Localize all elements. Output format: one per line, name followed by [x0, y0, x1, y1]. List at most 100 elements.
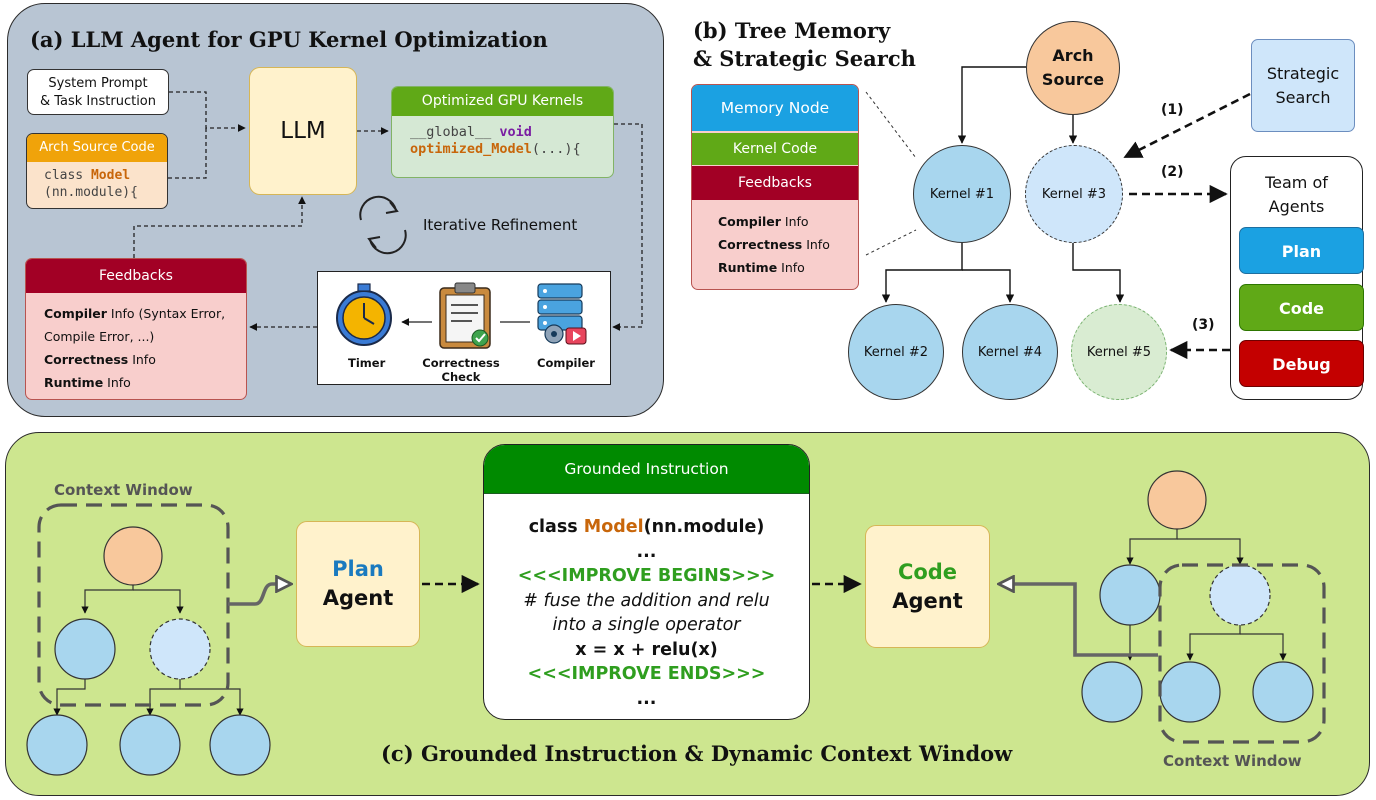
left-tree-leaf3: [209, 714, 271, 776]
panel-b-title: (b) Tree Memory & Strategic Search: [693, 17, 916, 73]
memory-info-list: Compiler Info Correctness Info Runtime I…: [692, 200, 858, 279]
plan-agent-word: Plan: [332, 557, 384, 581]
fb-compiler-rest: Info (Syntax Error,: [106, 306, 226, 321]
code-args: (...){: [531, 141, 581, 157]
kernel-code-header: Kernel Code: [692, 133, 858, 165]
code-keyword-class: class: [44, 168, 91, 183]
strategic-search-box: Strategic Search: [1251, 39, 1355, 132]
panel-b-title-line1: (b) Tree Memory: [693, 18, 891, 43]
team-debug-button: Debug: [1239, 340, 1364, 387]
code-model-name: Model: [90, 168, 131, 183]
edge-k1-to-children: [881, 243, 963, 303]
context-window-label-right: Context Window: [1163, 752, 1302, 770]
left-tree-leaf2: [119, 714, 181, 776]
right-tree-root: [1147, 470, 1207, 530]
code-agent-box: Code Agent: [865, 525, 990, 648]
gi-improve-ends: <<<IMPROVE ENDS>>>: [527, 664, 766, 684]
memory-node-box: Memory Node Kernel Code Feedbacks Compil…: [691, 84, 859, 290]
gi-improve-begins: <<<IMPROVE BEGINS>>>: [517, 566, 776, 586]
edge-k3-to-k5: [1072, 243, 1125, 303]
optimized-kernels-box: Optimized GPU Kernels __global__ void op…: [391, 86, 614, 178]
code-global: __global__: [410, 124, 500, 140]
arrow-optimized-to-tools: [612, 123, 643, 331]
context-window-label-left: Context Window: [54, 481, 193, 499]
mem-correctness-rest: Info: [802, 237, 830, 252]
llm-box: LLM: [249, 67, 357, 195]
strategic-line1: Strategic: [1266, 63, 1340, 83]
system-prompt-line1: System Prompt: [48, 76, 148, 91]
mem-compiler-rest: Info: [780, 214, 809, 229]
correctness-check-label: Correctness Check: [418, 356, 504, 384]
fb-correctness-bold: Correctness: [44, 352, 129, 367]
zoom-line-bottom: [865, 229, 917, 256]
arrow-feedbacks-to-llm: [133, 196, 306, 258]
kernel-2-node: Kernel #2: [848, 304, 944, 400]
left-tree-k1: [54, 618, 116, 680]
context-to-code-arrow: [1000, 584, 1158, 657]
edge-arch-to-k1: [957, 66, 1026, 144]
team-title-line1: Team of: [1265, 173, 1328, 192]
step-3-label: (3): [1192, 317, 1215, 333]
optimized-kernels-code: __global__ void optimized_Model(...){: [392, 116, 613, 158]
fb-runtime-rest: Info: [103, 375, 131, 390]
arrow-search-to-k3: [1123, 92, 1251, 159]
mem-correctness-bold: Correctness: [718, 237, 803, 252]
left-tree-leaf1: [26, 714, 88, 776]
code-agent-label: Agent: [892, 588, 963, 613]
fb-compile-error: Compile Error, ...): [44, 329, 155, 344]
arch-source-code-body: class Model (nn.module){: [27, 162, 167, 201]
team-code-button: Code: [1239, 284, 1364, 331]
left-tree: [26, 526, 271, 776]
gi-ellipsis-2: ...: [636, 688, 657, 709]
plan-agent-box: Plan Agent: [296, 521, 420, 647]
gi-model: Model: [583, 517, 644, 537]
arch-source-code-box: Arch Source Code class Model (nn.module)…: [26, 133, 168, 209]
gi-class: class: [528, 517, 584, 537]
kernel-5-node: Kernel #5: [1071, 304, 1167, 400]
memory-node-header: Memory Node: [692, 85, 858, 131]
timer-label: Timer: [348, 356, 386, 370]
gi-comment-line1: # fuse the addition and relu: [523, 590, 770, 611]
correctness-label-line2: Check: [441, 370, 481, 384]
system-prompt-line2: & Task Instruction: [39, 94, 157, 109]
strategic-line2: Search: [1275, 87, 1331, 107]
team-plan-button: Plan: [1239, 227, 1364, 274]
code-line-2: (nn.module){: [44, 185, 138, 200]
grounded-instruction-header: Grounded Instruction: [484, 445, 809, 494]
code-agent-word: Code: [897, 559, 958, 584]
panel-b-title-line2: & Strategic Search: [693, 46, 916, 71]
grounded-instruction-box: Grounded Instruction class Model(nn.modu…: [483, 444, 810, 720]
left-tree-k3: [149, 618, 211, 680]
step-1-label: (1): [1161, 102, 1184, 118]
code-optimized-model: optimized_Model: [410, 141, 532, 157]
kernel-3-node: Kernel #3: [1025, 145, 1123, 243]
fb-runtime-bold: Runtime: [44, 375, 104, 390]
team-title-line2: Agents: [1268, 197, 1325, 216]
fb-compiler-bold: Compiler: [44, 306, 107, 321]
feedbacks-box-a: Feedbacks Compiler Info (Syntax Error, C…: [25, 258, 247, 400]
mem-runtime-bold: Runtime: [718, 260, 778, 275]
right-tree-k3: [1209, 564, 1271, 626]
gi-ellipsis-1: ...: [636, 541, 657, 562]
kernel-4-node: Kernel #4: [962, 304, 1058, 400]
correctness-label-line1: Correctness: [422, 356, 500, 370]
right-tree-leaf1: [1081, 661, 1143, 723]
arch-source-node: Arch Source: [1026, 21, 1120, 115]
compiler-server-icon: [537, 283, 587, 345]
arch-source-line2: Source: [1041, 70, 1105, 89]
arch-source-code-header: Arch Source Code: [27, 134, 167, 162]
panel-c-title: (c) Grounded Instruction & Dynamic Conte…: [381, 741, 1013, 766]
arch-source-line1: Arch: [1052, 46, 1094, 65]
gi-code-line: x = x + relu(x): [575, 639, 718, 660]
arrow-arch-to-llm: [168, 128, 207, 179]
iterative-refinement-label: Iterative Refinement: [423, 216, 578, 234]
refresh-icon: [359, 195, 407, 255]
context-to-plan-arrow: [228, 584, 290, 606]
right-tree-leaf3: [1252, 661, 1314, 723]
right-tree-k1: [1099, 564, 1161, 626]
left-tree-root: [103, 526, 163, 586]
context-window-frame-right: [1158, 563, 1326, 744]
gi-comment-line2: into a single operator: [552, 615, 741, 635]
right-tree: [1081, 470, 1314, 723]
